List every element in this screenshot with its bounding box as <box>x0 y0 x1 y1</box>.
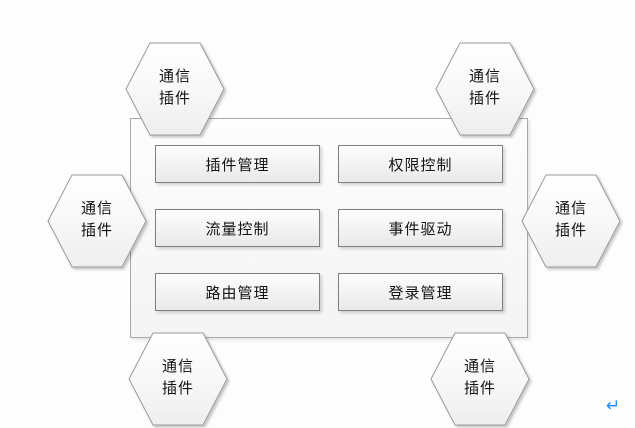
hexagon-label-line2: 插件 <box>161 381 194 397</box>
hexagon-label-group: 通信 插件 <box>125 42 225 136</box>
hexagon-label-group: 通信 插件 <box>47 174 147 268</box>
hexagon-label-group: 通信 插件 <box>430 332 530 426</box>
module-label: 登录管理 <box>388 285 453 302</box>
module-box-route-management[interactable]: 路由管理 <box>155 273 320 311</box>
hexagon-comm-plugin-bottom-left[interactable]: 通信 插件 <box>128 332 228 426</box>
module-label: 事件驱动 <box>388 221 453 238</box>
hexagon-label-line1: 通信 <box>463 359 496 376</box>
module-label: 流量控制 <box>205 221 270 238</box>
hexagon-comm-plugin-right[interactable]: 通信 插件 <box>521 174 621 268</box>
hexagon-label-group: 通信 插件 <box>128 332 228 426</box>
module-box-event-driven[interactable]: 事件驱动 <box>338 209 503 247</box>
hexagon-label-line1: 通信 <box>80 201 113 218</box>
hexagon-label-line2: 插件 <box>468 91 501 107</box>
module-label: 插件管理 <box>205 157 270 174</box>
module-box-plugin-management[interactable]: 插件管理 <box>155 145 320 183</box>
hexagon-shape-icon <box>128 332 228 426</box>
hexagon-label-line1: 通信 <box>161 359 194 376</box>
hexagon-comm-plugin-top-left[interactable]: 通信 插件 <box>125 42 225 136</box>
hexagon-label-line1: 通信 <box>158 69 191 86</box>
paragraph-return-icon: ↵ <box>606 396 621 416</box>
hexagon-label-line2: 插件 <box>463 381 496 397</box>
module-label: 权限控制 <box>388 157 453 174</box>
hexagon-comm-plugin-left[interactable]: 通信 插件 <box>47 174 147 268</box>
hexagon-shape-icon <box>430 332 530 426</box>
hexagon-label-line1: 通信 <box>554 201 587 218</box>
module-box-login-management[interactable]: 登录管理 <box>338 273 503 311</box>
hexagon-shape-icon <box>435 42 535 136</box>
module-label: 路由管理 <box>205 285 270 302</box>
hexagon-label-line2: 插件 <box>158 91 191 107</box>
hexagon-shape-icon <box>521 174 621 268</box>
hexagon-label-line1: 通信 <box>468 69 501 86</box>
hexagon-shape-icon <box>125 42 225 136</box>
hexagon-label-line2: 插件 <box>80 223 113 239</box>
hexagon-shape-icon <box>47 174 147 268</box>
module-box-permission-control[interactable]: 权限控制 <box>338 145 503 183</box>
hexagon-label-line2: 插件 <box>554 223 587 239</box>
hexagon-comm-plugin-top-right[interactable]: 通信 插件 <box>435 42 535 136</box>
module-box-traffic-control[interactable]: 流量控制 <box>155 209 320 247</box>
hexagon-label-group: 通信 插件 <box>521 174 621 268</box>
hexagon-comm-plugin-bottom-right[interactable]: 通信 插件 <box>430 332 530 426</box>
hexagon-label-group: 通信 插件 <box>435 42 535 136</box>
